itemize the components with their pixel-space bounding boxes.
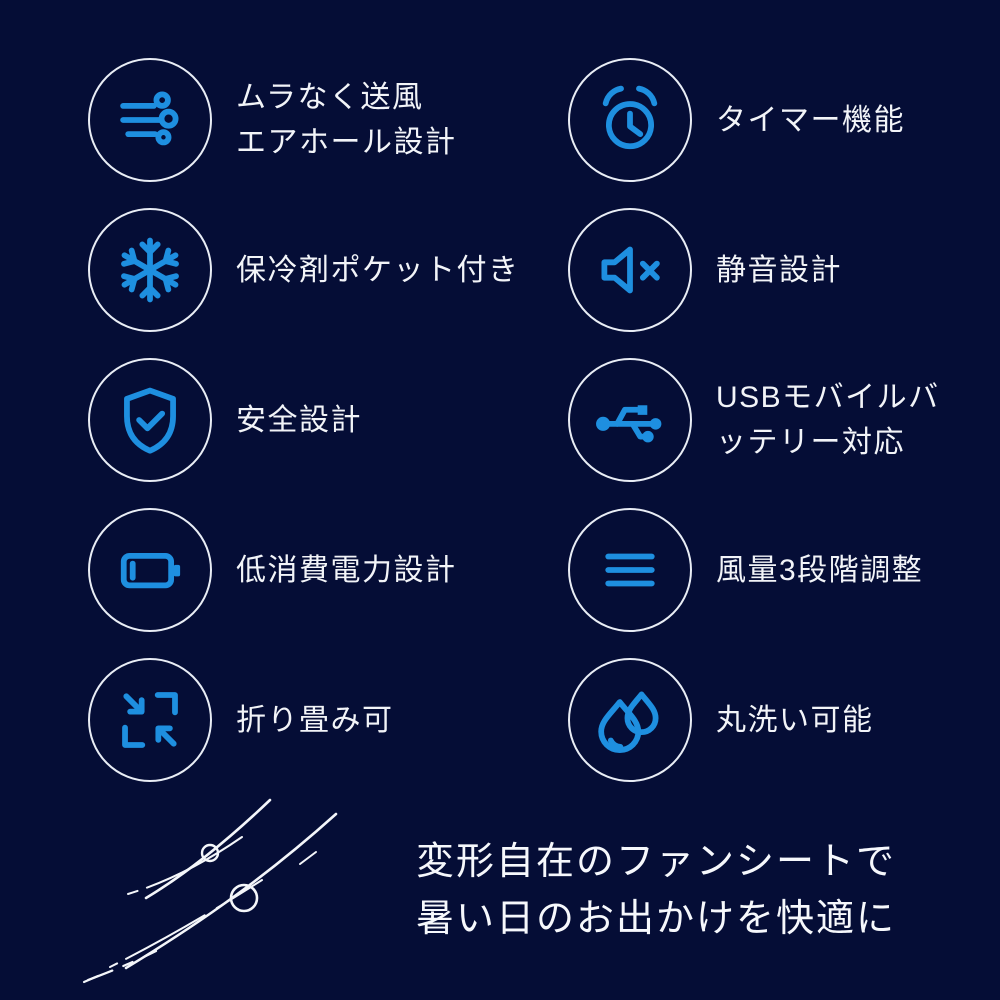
feature-label: 低消費電力設計	[236, 553, 457, 587]
feature-low-power: 低消費電力設計	[88, 495, 568, 645]
mute-speaker-icon	[568, 208, 692, 332]
feature-safety: 安全設計	[88, 345, 568, 495]
feature-label: 折り畳み可	[236, 703, 394, 737]
fold-arrows-icon	[88, 658, 212, 782]
feature-airflow: ムラなく送風エアホール設計	[88, 45, 568, 195]
water-drops-icon	[568, 658, 692, 782]
shield-check-icon	[88, 358, 212, 482]
feature-fan-speed: 風量3段階調整	[568, 495, 1000, 645]
feature-label: ムラなく送風エアホール設計	[236, 81, 457, 159]
feature-cold-pack: 保冷剤ポケット付き	[88, 195, 568, 345]
feature-label: タイマー機能	[716, 103, 905, 137]
feature-grid: ムラなく送風エアホール設計 タイマー機能	[88, 45, 1000, 795]
snowflake-icon	[88, 208, 212, 332]
feature-quiet: 静音設計	[568, 195, 1000, 345]
wind-icon	[88, 58, 212, 182]
tagline: 変形自在のファンシートで 暑い日のお出かけを快適に	[416, 841, 897, 940]
feature-label: 風量3段階調整	[716, 553, 924, 587]
wind-swoosh-illustration	[82, 798, 338, 984]
usb-icon	[568, 358, 692, 482]
feature-timer: タイマー機能	[568, 45, 1000, 195]
feature-label: 静音設計	[716, 253, 842, 287]
feature-washable: 丸洗い可能	[568, 645, 1000, 795]
feature-label: USBモバイルバッテリー対応	[716, 381, 940, 459]
feature-foldable: 折り畳み可	[88, 645, 568, 795]
fan-speed-lines-icon	[568, 508, 692, 632]
feature-label: 安全設計	[236, 403, 362, 437]
alarm-clock-icon	[568, 58, 692, 182]
feature-label: 丸洗い可能	[716, 703, 874, 737]
feature-usb-power: USBモバイルバッテリー対応	[568, 345, 1000, 495]
feature-label: 保冷剤ポケット付き	[236, 253, 520, 287]
battery-icon	[88, 508, 212, 632]
